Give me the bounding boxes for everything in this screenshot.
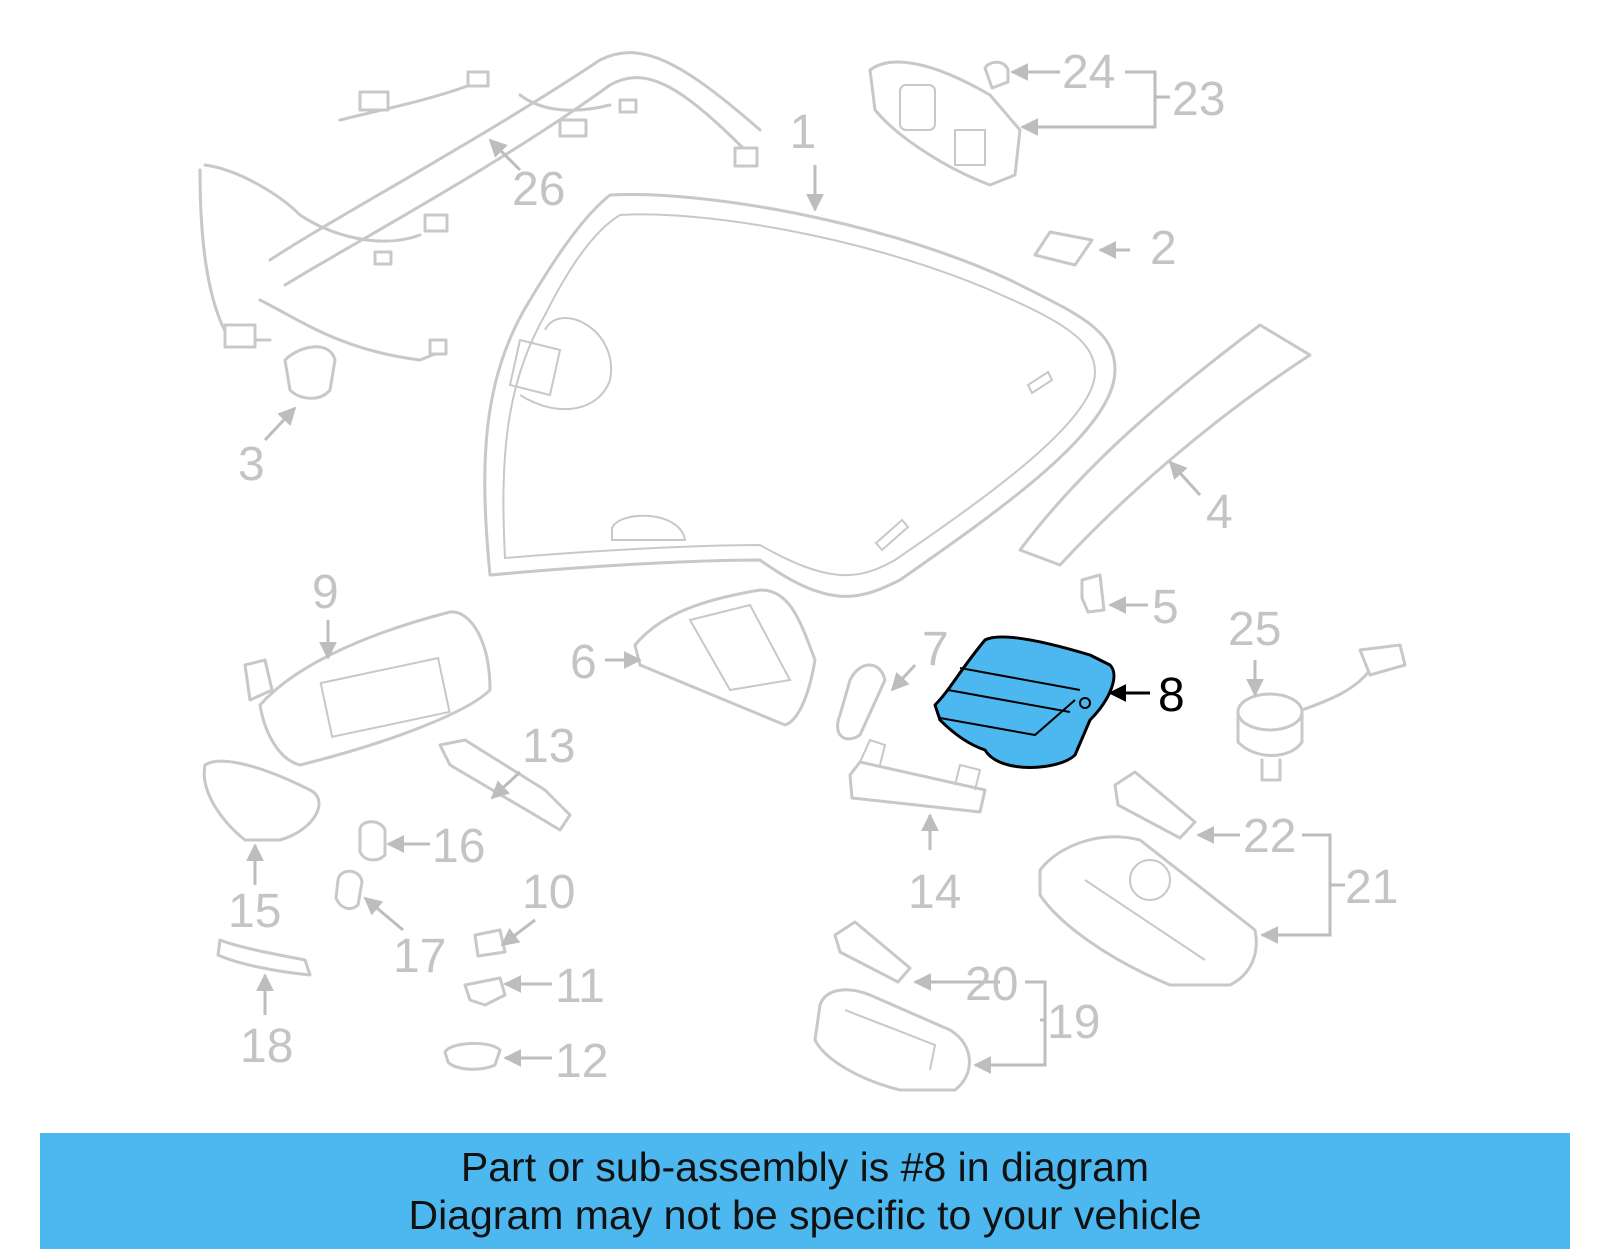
pad-part-2	[1033, 230, 1094, 267]
callout-4: 4	[1206, 486, 1233, 539]
callout-12: 12	[555, 1035, 608, 1088]
callout-11: 11	[555, 960, 605, 1013]
handle-part-18	[216, 938, 312, 977]
callout-13: 13	[522, 720, 575, 773]
callout-16: 16	[432, 820, 485, 873]
callout-14: 14	[908, 866, 961, 919]
callout-23: 23	[1172, 73, 1225, 126]
callout-17: 17	[393, 930, 446, 983]
headliner-part-1	[483, 193, 1117, 598]
console-part-6	[633, 588, 817, 727]
parts-diagram: 1 2 3 4 5 6 7 8 9 10 11 12 13 14 15 16 1…	[198, 46, 1407, 1092]
sensor-part-25	[1236, 643, 1407, 782]
cover-part-12	[443, 1041, 502, 1071]
callout-9: 9	[312, 566, 339, 619]
callout-24: 24	[1062, 46, 1115, 99]
callout-labels: 1 2 3 4 5 6 7 8 9 10 11 12 13 14 15 16 1…	[228, 46, 1398, 1088]
bracket-part-14	[848, 738, 987, 814]
pillar-trim-part-4	[1018, 323, 1312, 567]
callout-20: 20	[965, 958, 1018, 1011]
plug-part-16	[358, 820, 387, 862]
sun-visor-part-9	[243, 610, 492, 767]
callout-1: 1	[790, 106, 817, 159]
callout-3: 3	[238, 438, 265, 491]
callout-6: 6	[570, 636, 597, 689]
info-banner: Part or sub-assembly is #8 in diagram Di…	[40, 1133, 1570, 1249]
lamp-part-15	[202, 759, 321, 842]
callout-18: 18	[240, 1020, 293, 1073]
bulb-part-20	[833, 920, 912, 984]
callout-5: 5	[1152, 581, 1179, 634]
screw-part-24	[983, 60, 1010, 90]
callout-26: 26	[512, 163, 565, 216]
clip-part-5	[1080, 573, 1106, 614]
banner-line-disclaimer: Diagram may not be specific to your vehi…	[408, 1192, 1202, 1238]
callout-22: 22	[1243, 810, 1296, 863]
highlighted-part-8	[933, 635, 1116, 769]
plug-part-17	[334, 869, 364, 910]
callout-21: 21	[1345, 861, 1398, 914]
callout-15: 15	[228, 885, 281, 938]
callout-10: 10	[522, 866, 575, 919]
callout-7: 7	[922, 623, 949, 676]
map-lamp-part-21	[1038, 835, 1258, 987]
clip-part-11	[463, 976, 507, 1007]
callout-25: 25	[1228, 603, 1281, 656]
bulb-part-22	[1113, 770, 1197, 840]
cover-part-3	[283, 345, 337, 400]
clip-part-10	[473, 928, 507, 958]
wiring-harness-part-26	[198, 51, 762, 362]
callout-2: 2	[1150, 222, 1177, 275]
gasket-part-7	[836, 663, 887, 741]
callout-19: 19	[1047, 996, 1100, 1049]
lamp-housing-part-19	[813, 988, 971, 1092]
callout-8: 8	[1158, 669, 1185, 722]
banner-line-part-number: Part or sub-assembly is #8 in diagram	[460, 1144, 1150, 1190]
leader-lines	[246, 63, 1345, 1074]
switch-unit-part-23	[868, 60, 1022, 187]
